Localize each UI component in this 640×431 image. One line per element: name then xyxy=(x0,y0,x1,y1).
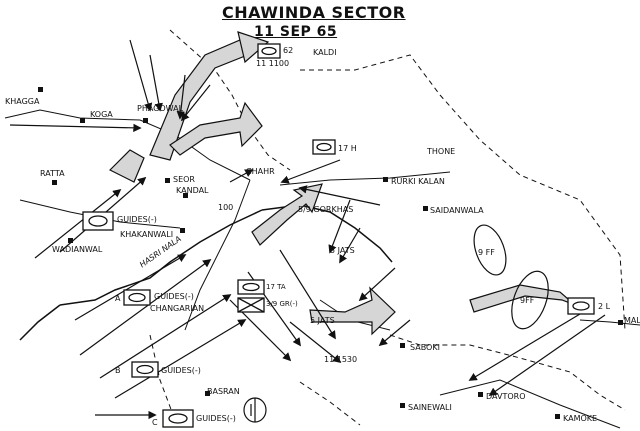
time-label-1100: 11 1100 xyxy=(256,59,290,68)
unit-label-100: 100 xyxy=(218,203,234,212)
place-label-seor: SEOR xyxy=(173,175,195,184)
village-marker xyxy=(52,180,57,185)
place-label-saboki: SABOKI xyxy=(410,343,440,352)
village-marker xyxy=(180,228,185,233)
place-label-mal: MAL xyxy=(624,316,640,325)
unit-label-guides-north: GUIDES(-) xyxy=(117,215,157,224)
village-marker xyxy=(38,87,43,92)
movement-arrows-thin xyxy=(9,39,606,420)
place-label-wadianwal: WADIANWAL xyxy=(52,245,103,254)
village-marker xyxy=(400,403,405,408)
place-label-phagowal: PHAGOWAL xyxy=(137,104,184,113)
unit-label-17h: 17 H xyxy=(338,144,357,153)
village-marker xyxy=(165,178,170,183)
unit-label-jats-b: 5 JATS xyxy=(310,316,335,325)
unit-label-jats-a: 5 JATS xyxy=(330,246,355,255)
village-marker xyxy=(618,320,623,325)
place-label-basran: BASRAN xyxy=(207,387,240,396)
place-label-changarian: CHANGARIAN xyxy=(150,304,205,313)
map-date: 11 SEP 65 xyxy=(254,24,338,40)
place-label-saidanwala: SAIDANWALA xyxy=(430,206,484,215)
village-marker xyxy=(80,118,85,123)
unit-label-guides-b: GUIDES(-) xyxy=(161,366,201,375)
place-label-koga: KOGA xyxy=(90,110,113,119)
place-label-rurki-kalan: RURKI KALAN xyxy=(391,177,445,186)
village-marker xyxy=(478,392,483,397)
place-label-kandal: KANDAL xyxy=(176,186,209,195)
unit-label-17ta: 17 TA xyxy=(266,283,286,291)
unit-label-3-9gr: 3/9 GR(-) xyxy=(266,300,298,308)
unit-label-9ff-a: 9 FF xyxy=(478,248,495,257)
village-marker xyxy=(68,238,73,243)
unit-label-9ff-b: 9FF xyxy=(520,296,535,305)
marker-c: C xyxy=(152,418,158,427)
village-marker xyxy=(205,391,210,396)
time-label-1530: 11 1530 xyxy=(324,355,358,364)
marker-b: B xyxy=(115,366,121,375)
movement-arrows-outline xyxy=(108,31,576,336)
village-marker xyxy=(183,193,188,198)
village-marker xyxy=(143,118,148,123)
village-marker xyxy=(555,414,560,419)
place-label-ratta: RATTA xyxy=(40,169,65,178)
unit-label-guides-a: GUIDES(-) xyxy=(154,292,194,301)
place-label-kamoke: KAMOKE xyxy=(563,414,598,423)
unit-label-62: 62 xyxy=(283,46,294,55)
roads xyxy=(4,109,640,429)
place-label-khagga: KHAGGA xyxy=(5,97,40,106)
unit-label-2l: 2 L xyxy=(598,302,611,311)
village-marker xyxy=(383,177,388,182)
place-label-khakanwali: KHAKANWALI xyxy=(120,230,174,239)
place-label-chahr: CHAHR xyxy=(246,167,275,176)
place-label-kaldi: KALDI xyxy=(313,48,337,57)
oval-positions xyxy=(243,224,549,423)
map-title: CHAWINDA SECTOR xyxy=(222,3,406,22)
dashed-boundaries xyxy=(149,29,626,426)
place-label-thone: THONE xyxy=(427,147,456,156)
village-marker xyxy=(423,206,428,211)
unit-symbols xyxy=(82,43,595,428)
unit-label-guides-c: GUIDES(-) xyxy=(196,414,236,423)
marker-a: A xyxy=(115,294,121,303)
place-label-davtoro: DAVTORO xyxy=(486,392,526,401)
place-label-sainewali: SAINEWALI xyxy=(408,403,452,412)
unit-label-gorkhas: 5/9 GORKHAS xyxy=(298,205,354,214)
village-marker xyxy=(400,343,405,348)
